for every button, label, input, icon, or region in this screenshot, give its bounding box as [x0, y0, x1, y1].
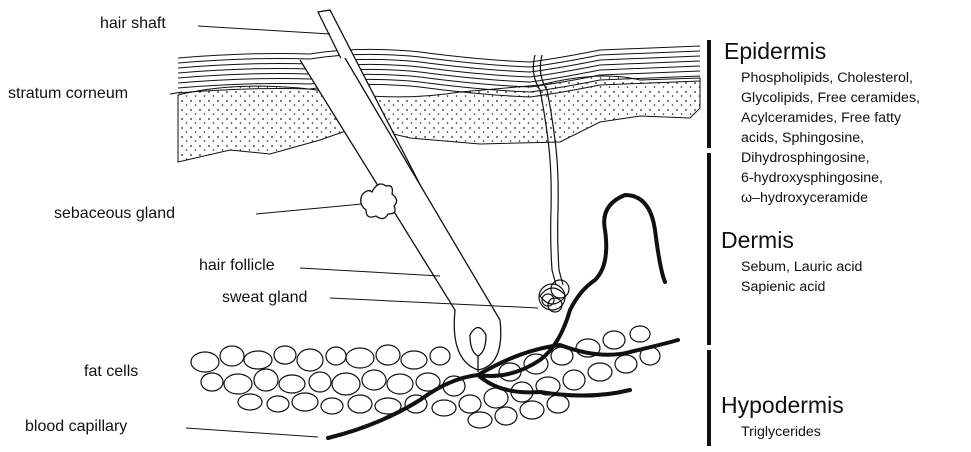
epidermis-lipid-line: ω–hydroxyceramide [741, 188, 920, 208]
hair-shaft-label: hair shaft [100, 16, 166, 32]
epidermis-title: Epidermis [724, 40, 826, 63]
dermis-lipids: Sebum, Lauric acid Sapienic acid [741, 257, 862, 297]
hypodermis-lipid-line: Triglycerides [741, 422, 821, 442]
epidermis-lipids: Phospholipids, Cholesterol, Glycolipids,… [741, 68, 920, 208]
epidermis-lipid-line: 6-hydroxysphingosine, [741, 168, 920, 188]
dermis-lipid-line: Sebum, Lauric acid [741, 257, 862, 277]
blood-capillary-label: blood capillary [25, 419, 127, 435]
fat-cells-cluster [191, 326, 660, 428]
hair [300, 10, 501, 372]
stratum-corneum-label: stratum corneum [8, 86, 128, 102]
hypodermis-lipids: Triglycerides [741, 422, 821, 442]
fat-cells-label: fat cells [84, 364, 138, 380]
epidermis-lipid-line: Acylceramides, Free fatty [741, 108, 920, 128]
dermis-lipid-line: Sapienic acid [741, 277, 862, 297]
hair-shaft-leader [198, 26, 330, 34]
epidermis-lipid-line: Glycolipids, Free ceramides, [741, 88, 920, 108]
epidermis-layer [178, 46, 700, 162]
sweat-gland-label: sweat gland [222, 290, 307, 306]
epidermis-lipid-line: Phospholipids, Cholesterol, [741, 68, 920, 88]
blood-capillary-leader [186, 428, 318, 437]
sebaceous-gland-shape [361, 184, 397, 219]
epidermis-lipid-line: acids, Sphingosine, [741, 128, 920, 148]
hypodermis-title: Hypodermis [721, 394, 844, 417]
epidermis-lipid-line: Dihydrosphingosine, [741, 148, 920, 168]
dermis-title: Dermis [721, 229, 794, 252]
sweat-gland-leader [330, 298, 538, 308]
hair-follicle-leader [300, 268, 440, 276]
sebaceous-gland-leader [256, 204, 362, 214]
sebaceous-gland-label: sebaceous gland [54, 206, 175, 222]
hair-follicle-label: hair follicle [199, 258, 275, 274]
